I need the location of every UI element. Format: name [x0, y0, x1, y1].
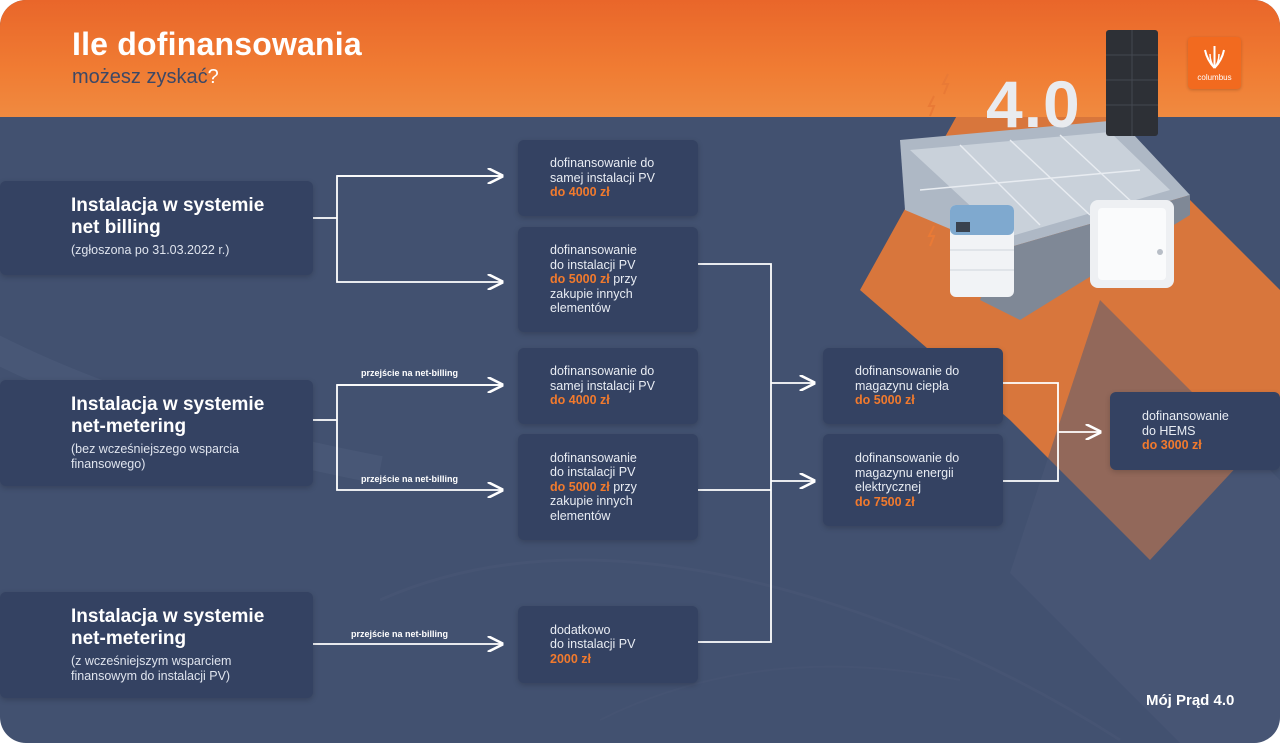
source-title: Instalacja w systemie net-metering: [71, 394, 265, 437]
transition-label: przejście na net-billing: [361, 368, 459, 378]
logo-text: columbus: [1197, 73, 1232, 82]
header-band: Ile dofinansowania możesz zyskać?: [0, 0, 1280, 117]
funding-text: dofinansowanie do magazynu energii elekt…: [855, 451, 960, 494]
connector-nb-split: [313, 175, 502, 282]
funding-box-hems: dofinansowanie do HEMS do 3000 zł: [1110, 392, 1280, 470]
program-brand: Mój Prąd 4.0: [1146, 692, 1235, 709]
columbus-logo: columbus: [1188, 37, 1241, 89]
funding-text: dofinansowanie do HEMS: [1142, 409, 1229, 438]
funding-amount: do 5000 zł: [550, 479, 610, 494]
funding-tail: przy zakupie innych elementów: [550, 272, 637, 316]
funding-amount: do 5000 zł: [855, 393, 915, 408]
funding-box-pv-only: dofinansowanie do samej instalacji PV do…: [518, 348, 698, 424]
subtitle-text: możesz zyskać: [72, 66, 208, 88]
columbus-flame-icon: [1204, 46, 1225, 69]
source-subtitle: (z wcześniejszym wsparciem finansowym do…: [71, 654, 232, 683]
source-title: Instalacja w systemie net-metering: [71, 606, 265, 649]
energy-box-icon: [1090, 200, 1174, 288]
source-subtitle: (zgłoszona po 31.03.2022 r.): [71, 243, 230, 257]
funding-box-pv-only: dofinansowanie do samej instalacji PV do…: [518, 140, 698, 216]
page-subtitle: możesz zyskać?: [72, 66, 219, 89]
program-version-text: 4.0: [986, 67, 1081, 141]
heat-pump-icon: [950, 205, 1014, 297]
source-net-metering-no-support: Instalacja w systemie net-metering (bez …: [0, 380, 313, 486]
funding-amount: do 4000 zł: [550, 393, 610, 408]
funding-box-pv-with-elements: dofinansowanie do instalacji PV do 5000 …: [518, 227, 698, 332]
funding-text: dofinansowanie do instalacji PV: [550, 243, 637, 272]
source-title: Instalacja w systemie net billing: [71, 195, 265, 238]
subtitle-question-mark: ?: [207, 66, 219, 88]
source-net-billing: Instalacja w systemie net billing (zgłos…: [0, 181, 313, 275]
page-title: Ile dofinansowania: [72, 26, 362, 62]
funding-amount-line: do 5000 zł przy zakupie innych elementów: [550, 480, 698, 524]
funding-text: dodatkowo do instalacji PV: [550, 622, 636, 652]
funding-text: dofinansowanie do instalacji PV: [550, 450, 637, 480]
funding-box-pv-with-elements: dofinansowanie do instalacji PV do 5000 …: [518, 434, 698, 540]
connector-merge: [698, 263, 772, 643]
funding-text: dofinansowanie do magazynu ciepła: [855, 364, 960, 393]
funding-amount: 2000 zł: [550, 651, 592, 666]
funding-text: dofinansowanie do samej instalacji PV: [550, 364, 655, 393]
funding-amount: do 4000 zł: [550, 185, 610, 200]
source-net-metering-with-support: Instalacja w systemie net-metering (z wc…: [0, 592, 313, 698]
funding-text: dofinansowanie do samej instalacji PV: [550, 156, 655, 185]
funding-amount: do 5000 zł: [550, 272, 610, 287]
funding-amount-line: do 5000 zł przy zakupie innych elementów: [550, 272, 698, 316]
source-subtitle: (bez wcześniejszego wsparcia finansowego…: [71, 442, 240, 471]
funding-tail: przy zakupie innych elementów: [550, 479, 637, 523]
funding-box-pv-additional: dodatkowo do instalacji PV 2000 zł: [518, 606, 698, 683]
transition-label: przejście na net-billing: [361, 474, 459, 484]
funding-amount: do 3000 zł: [1142, 438, 1202, 453]
connector-hems: [1003, 382, 1059, 482]
lightning-icon: [927, 73, 950, 247]
funding-amount: do 7500 zł: [855, 494, 915, 509]
transition-label: przejście na net-billing: [351, 629, 449, 639]
funding-box-heat-storage: dofinansowanie do magazynu ciepła do 500…: [823, 348, 1003, 424]
funding-box-energy-storage: dofinansowanie do magazynu energii elekt…: [823, 434, 1003, 526]
